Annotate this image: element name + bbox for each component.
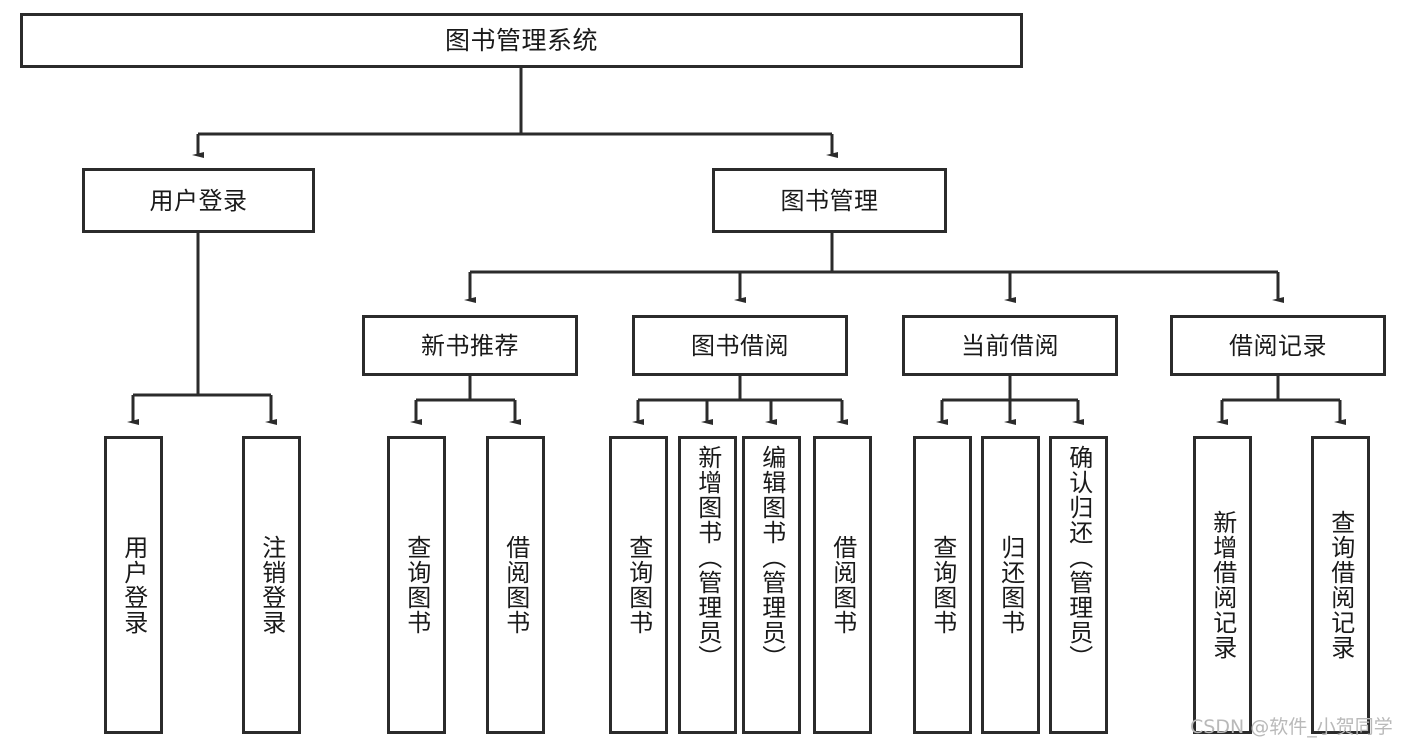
leaf-borrow-borrow-book[interactable]: 借阅图书: [813, 436, 872, 734]
node-label: 查询图书: [928, 535, 957, 635]
node-user-login[interactable]: 用户登录: [82, 168, 315, 233]
node-label: 借阅图书: [501, 535, 530, 635]
node-label: 当前借阅: [961, 331, 1059, 360]
node-label: 归还图书: [996, 535, 1025, 635]
leaf-recommend-borrow-book[interactable]: 借阅图书: [486, 436, 545, 734]
leaf-recommend-query-book[interactable]: 查询图书: [387, 436, 446, 734]
node-label: 图书管理系统: [444, 26, 598, 55]
node-root-system[interactable]: 图书管理系统: [20, 13, 1023, 68]
node-label: 借阅图书: [828, 535, 857, 635]
leaf-records-add-record[interactable]: 新增借阅记录: [1193, 436, 1252, 734]
leaf-user-login-signin[interactable]: 用户登录: [104, 436, 163, 734]
node-label: 新增借阅记录: [1208, 510, 1237, 660]
node-label: 新增图书（管理员）: [693, 445, 722, 670]
node-label: 确认归还（管理员）: [1064, 445, 1093, 670]
node-label: 用户登录: [119, 535, 148, 635]
leaf-borrow-edit-book-admin[interactable]: 编辑图书（管理员）: [742, 436, 801, 734]
node-label: 查询图书: [402, 535, 431, 635]
node-label: 查询借阅记录: [1326, 510, 1355, 660]
leaf-borrow-query-book[interactable]: 查询图书: [609, 436, 668, 734]
node-borrow-records[interactable]: 借阅记录: [1170, 315, 1386, 376]
node-label: 用户登录: [149, 186, 248, 215]
leaf-current-confirm-return-admin[interactable]: 确认归还（管理员）: [1049, 436, 1108, 734]
leaf-borrow-add-book-admin[interactable]: 新增图书（管理员）: [678, 436, 737, 734]
node-new-book-recommend[interactable]: 新书推荐: [362, 315, 578, 376]
leaf-current-query-book[interactable]: 查询图书: [913, 436, 972, 734]
node-label: 图书管理: [780, 186, 879, 215]
node-book-management[interactable]: 图书管理: [712, 168, 947, 233]
node-current-borrow[interactable]: 当前借阅: [902, 315, 1118, 376]
node-book-borrow[interactable]: 图书借阅: [632, 315, 848, 376]
watermark-text: CSDN @软件_小贺同学: [1190, 716, 1393, 738]
node-label: 新书推荐: [421, 331, 519, 360]
node-label: 借阅记录: [1229, 331, 1327, 360]
node-label: 编辑图书（管理员）: [757, 445, 786, 670]
node-label: 注销登录: [257, 535, 286, 635]
leaf-user-login-signout[interactable]: 注销登录: [242, 436, 301, 734]
node-label: 查询图书: [624, 535, 653, 635]
leaf-current-return-book[interactable]: 归还图书: [981, 436, 1040, 734]
leaf-records-query-record[interactable]: 查询借阅记录: [1311, 436, 1370, 734]
node-label: 图书借阅: [691, 331, 789, 360]
